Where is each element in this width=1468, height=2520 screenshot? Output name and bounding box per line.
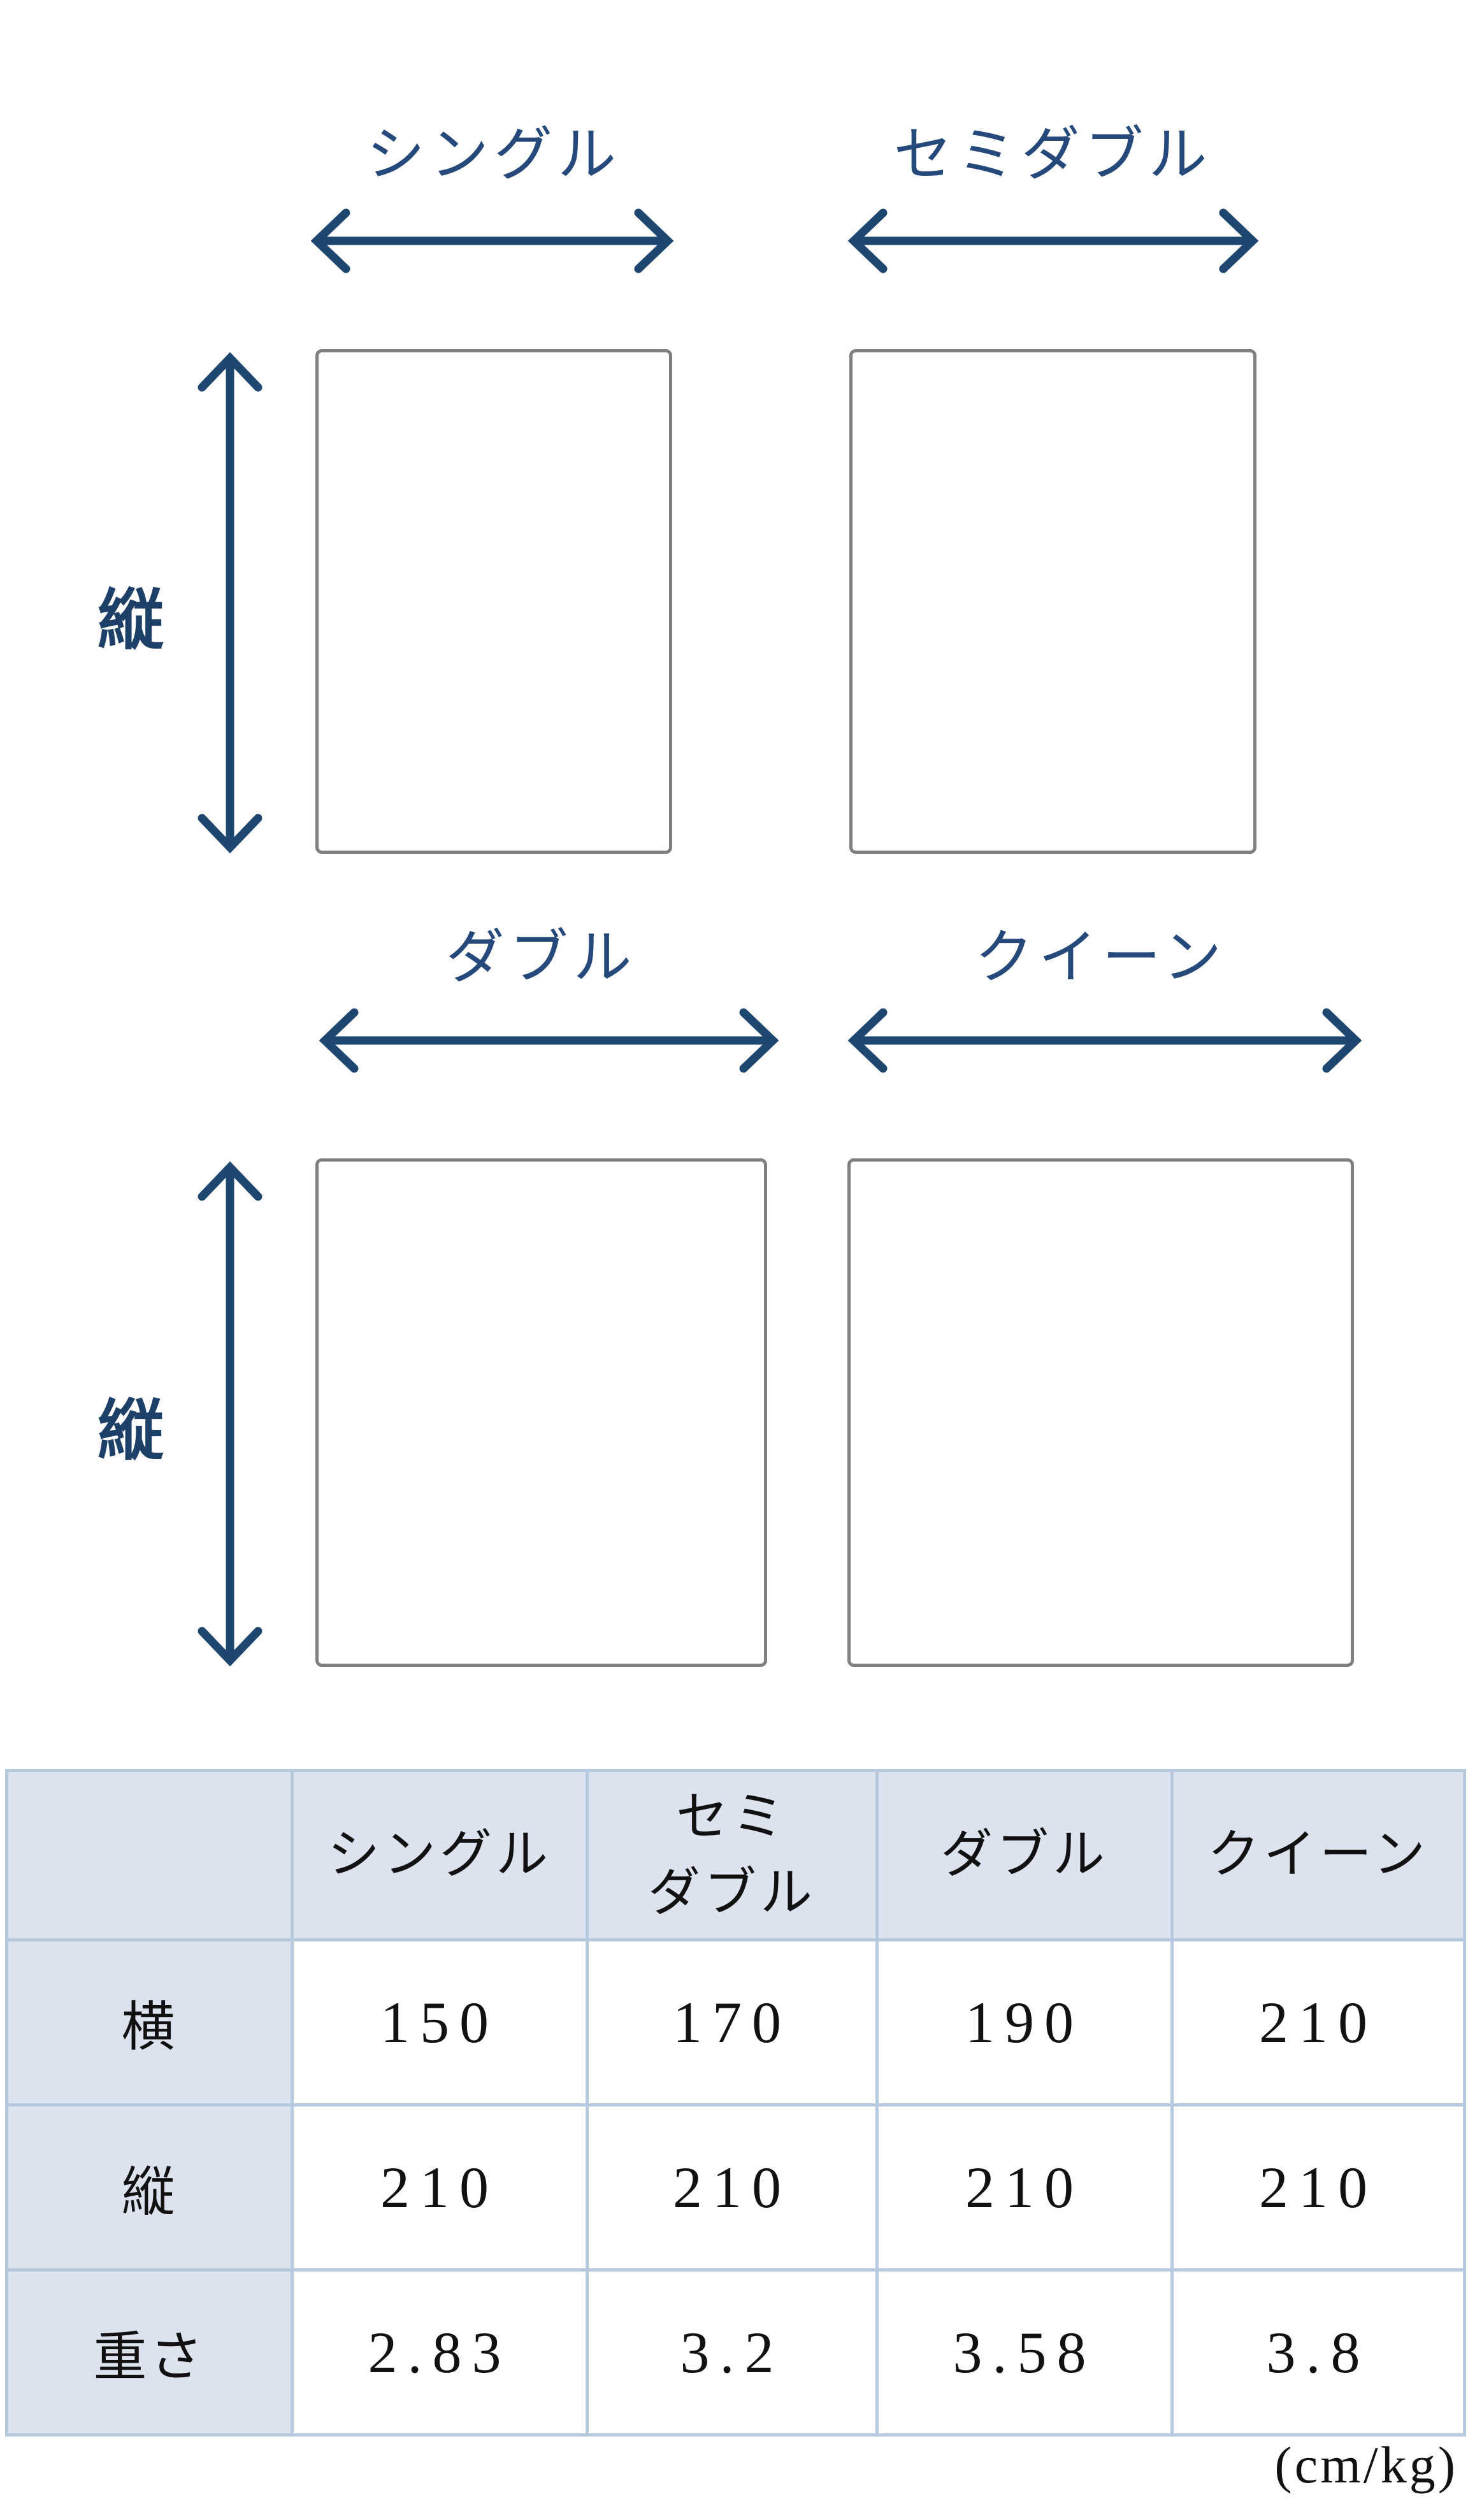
width-arrow-single-icon bbox=[309, 205, 675, 277]
table-row-weight: 重さ 2.83 3.2 3.58 3.8 bbox=[5, 2268, 1466, 2437]
header-cell-queen: クイーン bbox=[1170, 1769, 1466, 1941]
header-cell-semi-double: セミ ダブル bbox=[586, 1769, 879, 1941]
cell-width-queen: 210 bbox=[1170, 1938, 1466, 2106]
bed-rect-single bbox=[315, 349, 672, 854]
height-arrow-row2-icon bbox=[194, 1160, 266, 1668]
header-cell-double: ダブル bbox=[875, 1769, 1174, 1941]
bed-rect-semi-double bbox=[849, 349, 1256, 854]
table-header-row: シングル セミ ダブル ダブル クイーン bbox=[5, 1769, 1466, 1941]
cell-length-semi-double: 210 bbox=[586, 2103, 879, 2272]
cell-weight-semi-double: 3.2 bbox=[586, 2268, 879, 2437]
bed-rect-double bbox=[315, 1158, 767, 1667]
size-spec-table: シングル セミ ダブル ダブル クイーン 横 150 170 190 210 縦… bbox=[5, 1769, 1466, 2437]
size-label-semi-double: セミダブル bbox=[893, 122, 1213, 187]
cell-width-semi-double: 170 bbox=[586, 1938, 879, 2106]
width-arrow-semi-double-icon bbox=[846, 205, 1260, 277]
cell-length-queen: 210 bbox=[1170, 2103, 1466, 2272]
header-semi-line2: ダブル bbox=[647, 1863, 816, 1922]
table-row-length: 縦 210 210 210 210 bbox=[5, 2103, 1466, 2272]
bed-rect-queen bbox=[847, 1158, 1354, 1667]
cell-width-single: 150 bbox=[291, 1938, 589, 2106]
cell-width-double: 190 bbox=[875, 1938, 1174, 2106]
row-label-length: 縦 bbox=[5, 2103, 294, 2272]
size-label-queen: クイーン bbox=[974, 925, 1227, 990]
vertical-axis-label-row2: 縦 bbox=[97, 1395, 164, 1468]
vertical-axis-label-row1: 縦 bbox=[97, 584, 164, 658]
size-label-double: ダブル bbox=[445, 925, 637, 990]
cell-length-double: 210 bbox=[875, 2103, 1174, 2272]
row-label-weight: 重さ bbox=[5, 2268, 294, 2437]
header-semi-line1: セミ bbox=[675, 1787, 788, 1846]
unit-note: (cm/kg) bbox=[1274, 2436, 1458, 2494]
cell-weight-queen: 3.8 bbox=[1170, 2268, 1466, 2437]
table-row-width: 横 150 170 190 210 bbox=[5, 1938, 1466, 2106]
cell-weight-single: 2.83 bbox=[291, 2268, 589, 2437]
header-cell-single: シングル bbox=[291, 1769, 589, 1941]
height-arrow-row1-icon bbox=[194, 350, 266, 855]
width-arrow-double-icon bbox=[317, 1005, 781, 1076]
size-label-single: シングル bbox=[366, 122, 621, 187]
row-label-width: 横 bbox=[5, 1938, 294, 2106]
cell-length-single: 210 bbox=[291, 2103, 589, 2272]
width-arrow-queen-icon bbox=[846, 1005, 1364, 1076]
header-cell-empty bbox=[5, 1769, 294, 1941]
cell-weight-double: 3.58 bbox=[875, 2268, 1174, 2437]
